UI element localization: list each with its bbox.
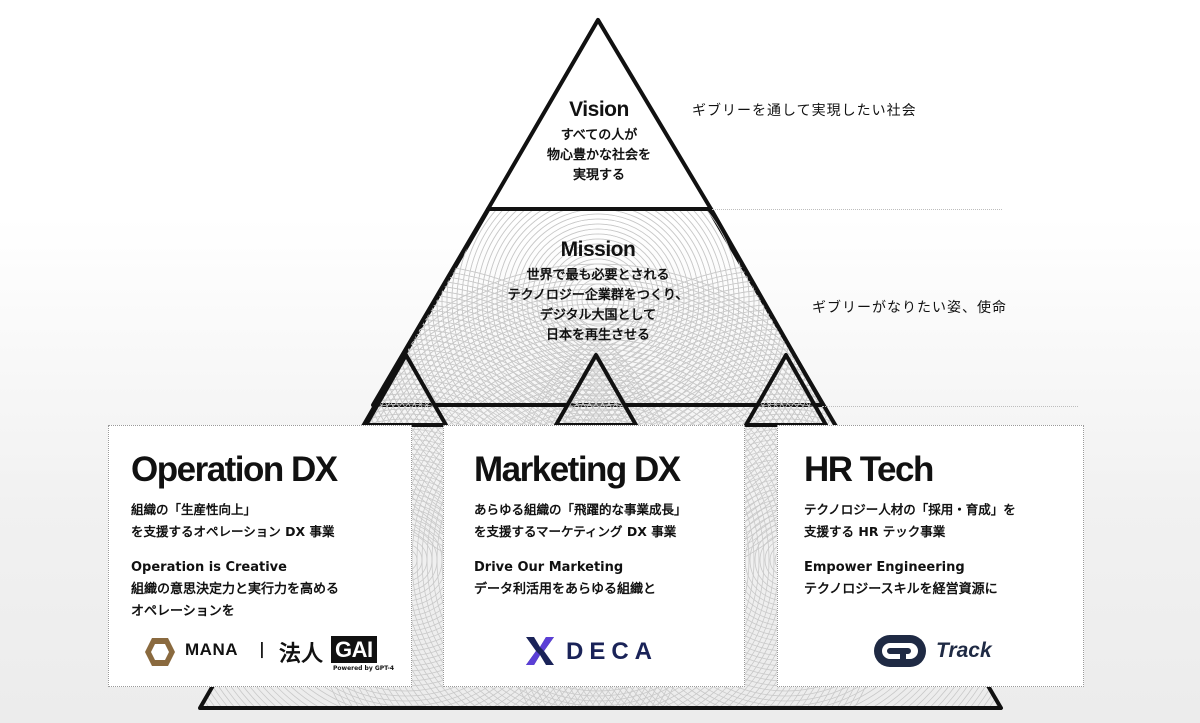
mission-guide-line — [822, 406, 1078, 407]
track-logo-text: Track — [936, 639, 992, 662]
deca-x-icon — [526, 637, 554, 665]
card-operation-dx: Operation DX 組織の「生産性向上」 を支援するオペレーション DX … — [108, 425, 412, 687]
card-title: HR Tech — [804, 450, 934, 489]
vision-block: Vision すべての人が 物心豊かな社会を 実現する — [498, 98, 700, 186]
mission-note: ギブリーがなりたい姿、使命 — [812, 300, 1007, 316]
gai-logo-box: GAI — [331, 636, 377, 663]
card-description: テクノロジー人材の「採用・育成」を 支援する HR テック事業 — [804, 502, 1016, 539]
card-hr-tech: HR Tech テクノロジー人材の「採用・育成」を 支援する HR テック事業 … — [777, 425, 1084, 687]
card-marketing-dx: Marketing DX あらゆる組織の「飛躍的な事業成長」 を支援するマーケテ… — [443, 425, 745, 687]
mission-block: Mission 世界で最も必要とされる テクノロジー企業群をつくり、 デジタル大… — [478, 238, 718, 346]
vision-guide-line — [712, 209, 1002, 210]
track-logo-icon — [874, 635, 926, 667]
deca-logo-text: DECA — [566, 638, 659, 665]
card-logos: DECA — [444, 631, 744, 671]
card-logos: Track — [778, 631, 1083, 671]
vision-body: すべての人が 物心豊かな社会を 実現する — [546, 128, 651, 183]
card-logos: MANA | 法人 GAI Powered by GPT-4 — [109, 631, 411, 672]
card-description: あらゆる組織の「飛躍的な事業成長」 を支援するマーケティング DX 事業 — [474, 502, 687, 539]
mission-title: Mission — [560, 238, 636, 261]
mission-body: 世界で最も必要とされる テクノロジー企業群をつくり、 デジタル大国として 日本を… — [507, 268, 689, 343]
gai-logo-subtitle: Powered by GPT-4 — [333, 665, 395, 672]
card-title: Operation DX — [131, 450, 338, 489]
card-tagline: Empower Engineering テクノロジースキルを経営資源に — [804, 560, 998, 597]
vision-note: ギブリーを通して実現したい社会 — [692, 103, 917, 119]
card-title: Marketing DX — [474, 450, 681, 489]
mana-logo-text: MANA — [185, 640, 238, 659]
gai-logo-kanji: 法人 — [279, 642, 324, 667]
card-description: 組織の「生産性向上」 を支援するオペレーション DX 事業 — [131, 502, 335, 539]
vision-title: Vision — [569, 98, 629, 121]
card-tagline: Operation is Creative 組織の意思決定力と実行力を高める オ… — [131, 560, 340, 619]
card-tagline: Drive Our Marketing データ利活用をあらゆる組織と — [474, 560, 657, 597]
mana-hexagon-icon — [145, 638, 175, 666]
logo-separator: | — [259, 639, 265, 658]
vision-apex — [486, 18, 713, 211]
